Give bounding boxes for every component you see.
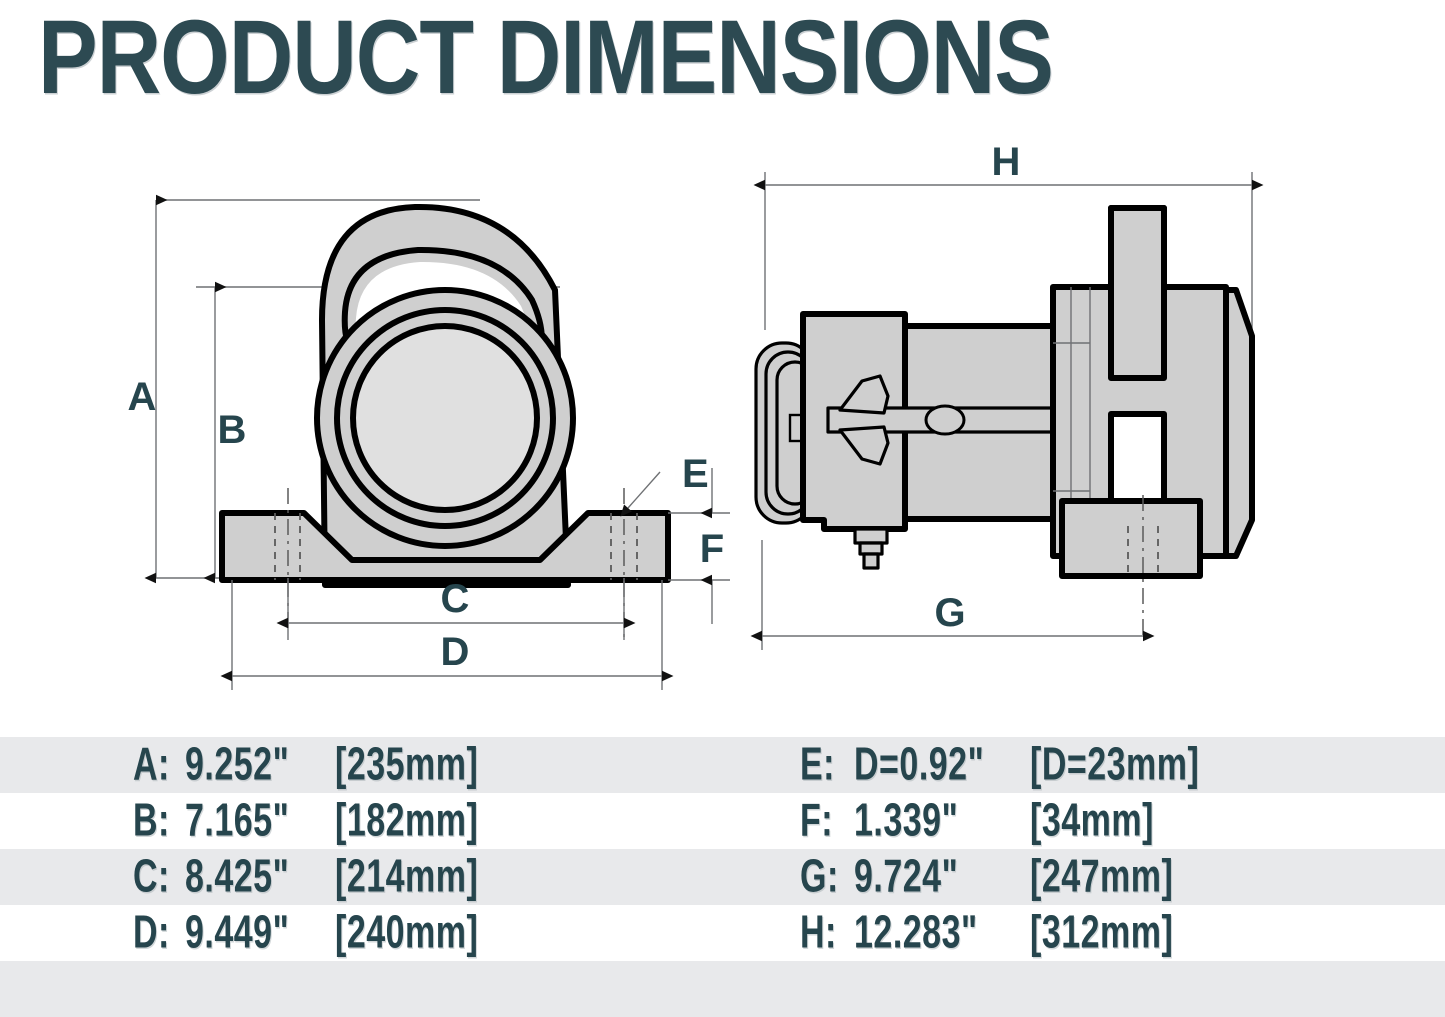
- drawing-svg: A B: [128, 140, 1264, 690]
- gearbox-mounting-foot: [1059, 498, 1203, 579]
- dim-mm-a: [235mm]: [335, 738, 479, 790]
- dim-inch-b: 7.165": [185, 794, 290, 846]
- shaft-taper-bottom: [838, 425, 890, 466]
- dim-label-c: C:: [133, 850, 170, 902]
- front-view-group: A B: [128, 194, 730, 690]
- dimension-label-e: E: [682, 452, 709, 496]
- dim-label-b: B:: [133, 794, 170, 846]
- table-cell-h: H: 12.283" [312mm]: [800, 905, 1173, 961]
- mounting-base: [219, 510, 671, 583]
- table-row: B: 7.165" [182mm] F: 1.339" [34mm]: [0, 793, 1445, 849]
- page-title: PRODUCT DIMENSIONS: [38, 0, 1054, 117]
- dim-label-f: F:: [800, 794, 834, 846]
- dimension-label-h: H: [992, 140, 1021, 184]
- table-cell-b: B: 7.165" [182mm]: [133, 793, 478, 849]
- dim-label-a: A:: [133, 738, 170, 790]
- dim-mm-e: [D=23mm]: [1030, 738, 1200, 790]
- dimension-label-b: B: [218, 408, 247, 452]
- dim-label-e: E:: [800, 738, 835, 790]
- table-cell-d: D: 9.449" [240mm]: [133, 905, 478, 961]
- dim-mm-f: [34mm]: [1030, 794, 1154, 846]
- table-row: D: 9.449" [240mm] H: 12.283" [312mm]: [0, 905, 1445, 961]
- table-row: A: 9.252" [235mm] E: D=0.92" [D=23mm]: [0, 737, 1445, 793]
- dimension-label-g: G: [934, 591, 965, 635]
- dim-label-g: G:: [800, 850, 839, 902]
- shaft-taper-top: [838, 374, 890, 415]
- shaft-collar: [924, 404, 966, 436]
- dimension-label-c: C: [441, 577, 470, 621]
- dim-inch-a: 9.252": [185, 738, 290, 790]
- dimension-label-a: A: [128, 375, 157, 419]
- dim-inch-f: 1.339": [854, 794, 959, 846]
- dim-mm-g: [247mm]: [1030, 850, 1174, 902]
- table-cell-f: F: 1.339" [34mm]: [800, 793, 1154, 849]
- dim-mm-d: [240mm]: [335, 906, 479, 958]
- dim-inch-c: 8.425": [185, 850, 290, 902]
- technical-drawing: A B: [128, 140, 1264, 690]
- dim-label-d: D:: [133, 906, 170, 958]
- dim-label-h: H:: [800, 906, 837, 958]
- drum-bore-circle: [350, 323, 540, 513]
- dim-mm-h: [312mm]: [1030, 906, 1174, 958]
- dimension-label-d: D: [441, 630, 470, 674]
- dim-inch-e: D=0.92": [854, 738, 985, 790]
- bolt-head: [853, 527, 889, 545]
- dim-inch-h: 12.283": [854, 906, 978, 958]
- bolt-nut: [858, 541, 884, 556]
- table-cell-g: G: 9.724" [247mm]: [800, 849, 1173, 905]
- table-row: C: 8.425" [214mm] G: 9.724" [247mm]: [0, 849, 1445, 905]
- dim-inch-d: 9.449": [185, 906, 290, 958]
- table-cell-c: C: 8.425" [214mm]: [133, 849, 478, 905]
- dimension-table: A: 9.252" [235mm] E: D=0.92" [D=23mm] B:…: [0, 730, 1445, 1017]
- table-row-empty: [0, 961, 1445, 1017]
- gearbox-top-tab: [1108, 205, 1167, 381]
- dim-mm-c: [214mm]: [335, 850, 479, 902]
- leader-line-e: [620, 471, 661, 517]
- dim-mm-b: [182mm]: [335, 794, 479, 846]
- bolt-shank: [862, 552, 880, 570]
- table-cell-a: A: 9.252" [235mm]: [133, 737, 478, 793]
- handle-hole: [355, 261, 529, 348]
- dim-inch-g: 9.724": [854, 850, 959, 902]
- side-view-group: H: [750, 140, 1264, 650]
- dimension-label-f: F: [700, 527, 724, 571]
- table-cell-e: E: D=0.92" [D=23mm]: [800, 737, 1199, 793]
